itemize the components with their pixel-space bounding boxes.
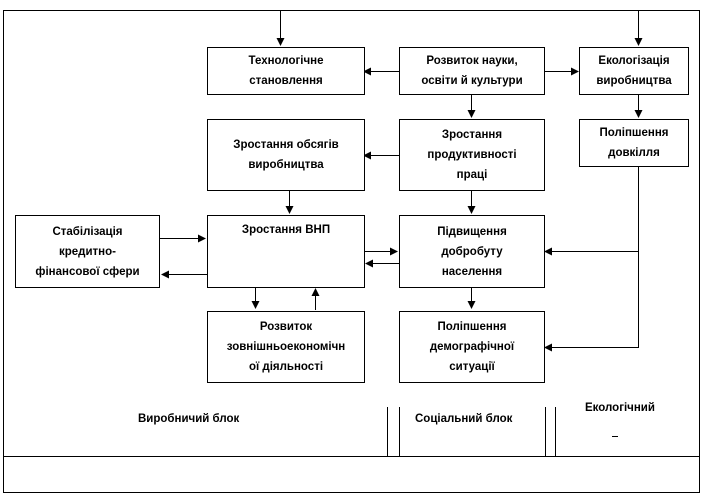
box-technological-development: Технологічне становлення bbox=[207, 47, 365, 95]
box-gnp-growth: Зростання ВНП bbox=[207, 215, 365, 288]
box-demographic-improvement: Поліпшення демографічної ситуації bbox=[399, 311, 545, 383]
box-production-growth: Зростання обсягів виробництва bbox=[207, 119, 365, 191]
box-environment-improvement: Поліпшення довкілля bbox=[579, 119, 689, 167]
box-production-ecologization: Екологізація виробництва bbox=[579, 47, 689, 95]
box-science-education-culture: Розвиток науки, освіти й культури bbox=[399, 47, 545, 95]
box-foreign-economic-activity: Розвиток зовнішньоекономічн ої діяльност… bbox=[207, 311, 365, 383]
label-ecological-block: Екологічний bbox=[585, 402, 655, 414]
box-credit-financial-stabilization: Стабілізація кредитно- фінансової сфери bbox=[15, 215, 160, 288]
box-productivity-growth: Зростання продуктивності праці bbox=[399, 119, 545, 191]
outer-frame bbox=[3, 10, 700, 493]
arrow-environment-demography bbox=[544, 167, 639, 352]
label-production-block: Виробничий блок bbox=[138, 413, 240, 425]
box-welfare-improvement: Підвищення добробуту населення bbox=[399, 215, 545, 288]
label-social-block: Соціальний блок bbox=[415, 413, 513, 425]
